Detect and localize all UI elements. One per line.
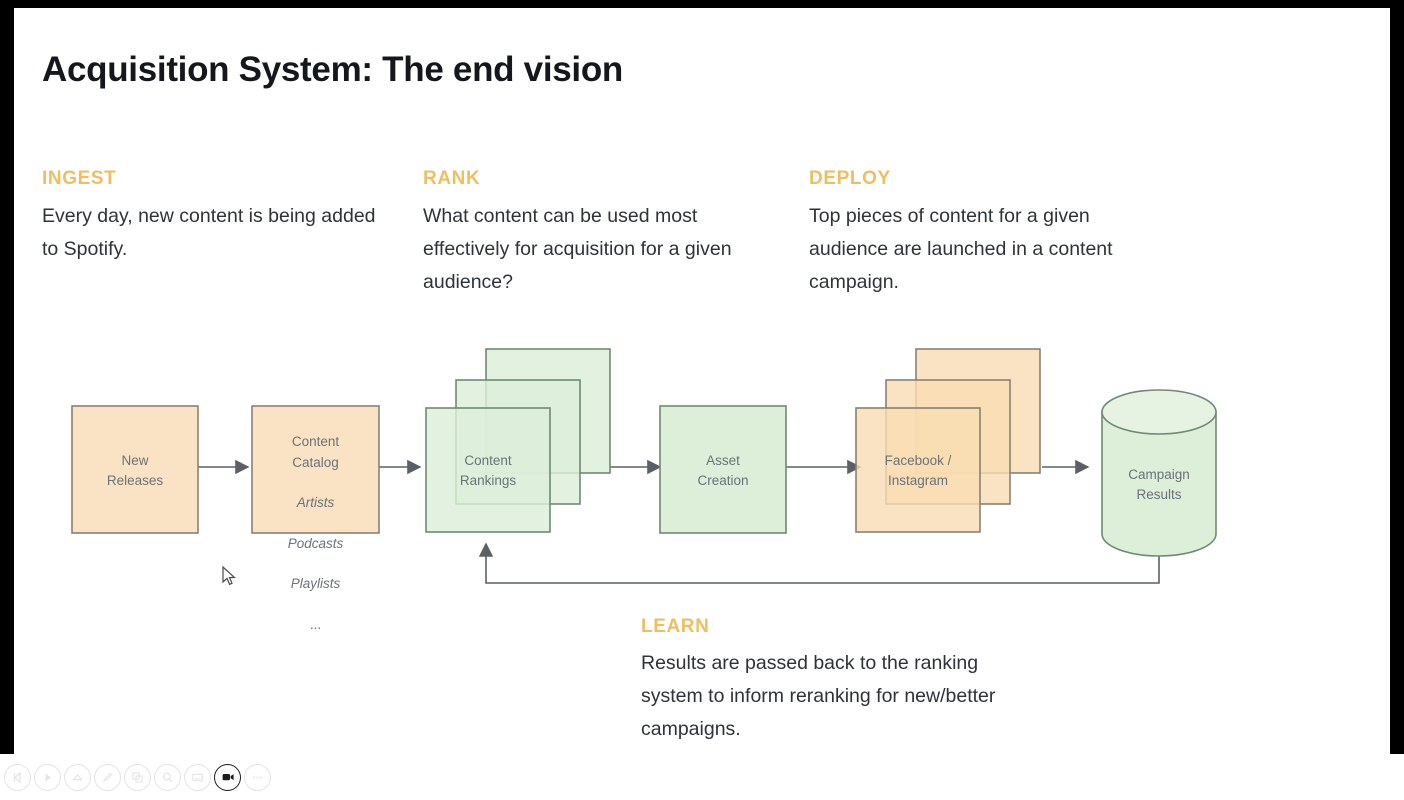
section-ingest-kicker: INGEST bbox=[42, 168, 117, 189]
section-deploy: DEPLOY Top pieces of content for a given… bbox=[809, 168, 1169, 298]
section-rank-kicker: RANK bbox=[423, 168, 481, 189]
section-rank-body: What content can be used most effectivel… bbox=[423, 205, 732, 293]
section-learn: LEARN Results are passed back to the ran… bbox=[641, 616, 1041, 745]
section-ingest: INGEST Every day, new content is being a… bbox=[42, 168, 397, 266]
section-deploy-kicker: DEPLOY bbox=[809, 168, 891, 189]
ellipsis-icon[interactable] bbox=[244, 763, 271, 791]
node-new-releases bbox=[71, 405, 199, 534]
presentation-slide: Acquisition System: The end vision INGES… bbox=[14, 8, 1390, 755]
node-facebook-instagram bbox=[855, 348, 1041, 533]
mouse-pointer bbox=[222, 566, 236, 586]
presentation-toolbar[interactable] bbox=[0, 754, 1404, 800]
section-rank: RANK What content can be used most effec… bbox=[423, 168, 783, 298]
edge-feedback-loop bbox=[478, 542, 1160, 584]
video-camera-icon[interactable] bbox=[214, 763, 241, 791]
node-content-rankings bbox=[425, 348, 611, 533]
copy-icon[interactable] bbox=[124, 763, 151, 791]
page-title: Acquisition System: The end vision bbox=[42, 50, 624, 89]
node-campaign-results bbox=[1101, 389, 1217, 557]
previous-icon[interactable] bbox=[4, 763, 31, 791]
search-icon[interactable] bbox=[154, 763, 181, 791]
triangle-up-icon[interactable] bbox=[64, 763, 91, 791]
node-asset-creation bbox=[659, 405, 787, 534]
section-ingest-body: Every day, new content is being added to… bbox=[42, 205, 376, 260]
pen-icon[interactable] bbox=[94, 763, 121, 791]
section-deploy-body: Top pieces of content for a given audien… bbox=[809, 205, 1113, 293]
section-learn-kicker: LEARN bbox=[641, 616, 710, 637]
slide-icon[interactable] bbox=[184, 763, 211, 791]
node-content-catalog bbox=[251, 405, 380, 534]
section-learn-body: Results are passed back to the ranking s… bbox=[641, 652, 996, 740]
flow-diagram: New Releases Content Catalog Artists Pod… bbox=[14, 8, 1390, 755]
play-icon[interactable] bbox=[34, 763, 61, 791]
